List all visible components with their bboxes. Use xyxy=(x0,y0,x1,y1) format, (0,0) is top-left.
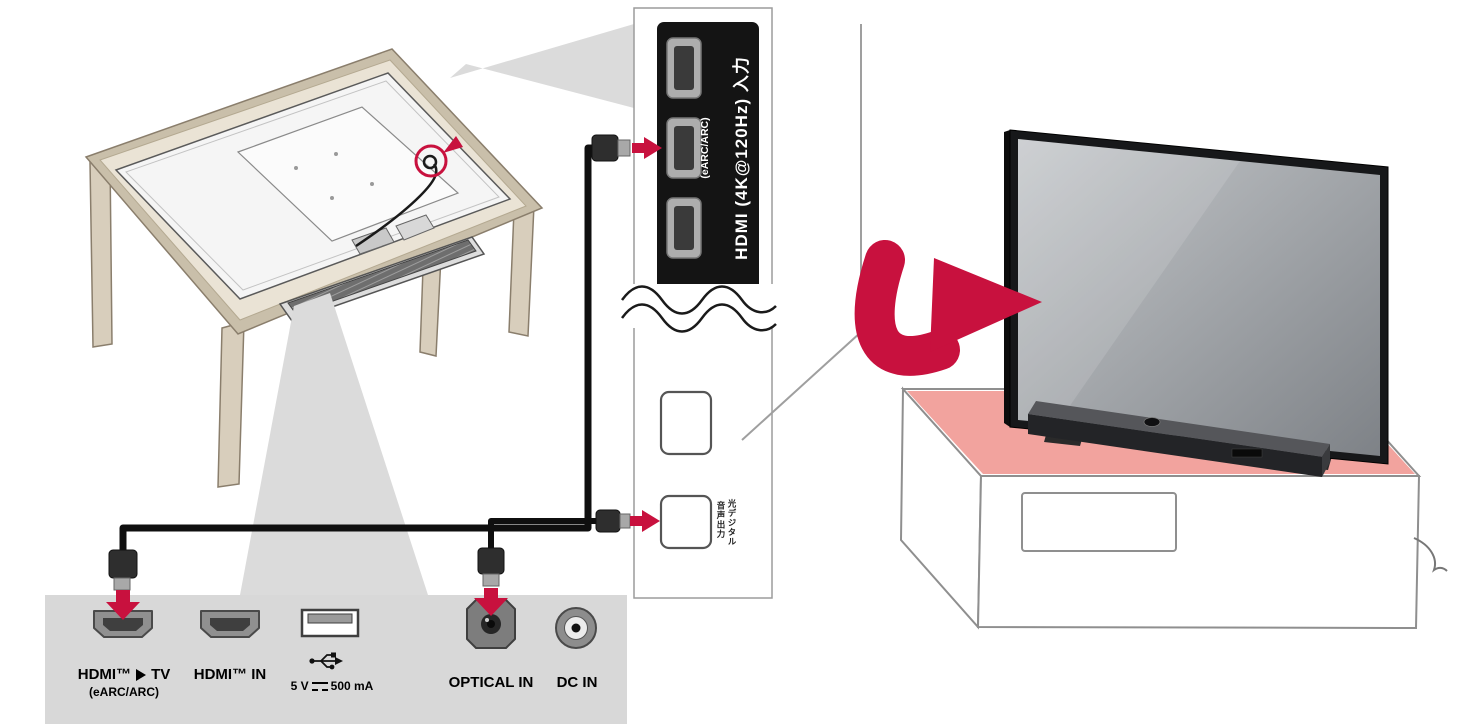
soundbar-display xyxy=(1231,448,1263,458)
soundbar-front xyxy=(1028,414,1322,477)
hdmi-tv-label-right: TV xyxy=(151,666,171,683)
table-with-tv-illustration xyxy=(84,48,544,488)
soundbar-rear-panel xyxy=(45,595,627,724)
hdmi-plug-tip xyxy=(113,577,131,591)
red-arrow-icon xyxy=(474,588,508,616)
vesa-hole xyxy=(370,182,374,186)
hdmi-tv-port-label: HDMI™ TV xyxy=(43,666,205,683)
optical-plug-body xyxy=(477,547,505,575)
tv-earc-label: (eARC/ARC) xyxy=(699,117,711,179)
table-leg xyxy=(508,204,535,337)
tv-bezel-line xyxy=(125,80,500,291)
tv-optical-output-label-col1: 光デジタル xyxy=(727,499,737,547)
tv-hdmi-earc-port-icon xyxy=(666,117,702,179)
soundbar-knob xyxy=(1143,417,1161,427)
soundbar-end xyxy=(1322,444,1330,477)
hdmi-in-port-icon xyxy=(200,610,260,638)
dc-in-port-label: DC IN xyxy=(556,674,598,691)
soundbar-front-illustration xyxy=(1028,401,1330,477)
living-room-scene xyxy=(741,24,1448,630)
optical-cable-line xyxy=(488,518,598,552)
usb-port-label: 5 V 500 mA xyxy=(282,679,382,693)
hdmi-cable xyxy=(106,134,662,620)
table-leg xyxy=(89,157,113,348)
hdmi-in-port-label: HDMI™ IN xyxy=(193,666,267,683)
tv-port-outline xyxy=(659,390,713,456)
routed-cable-line xyxy=(355,163,438,248)
optical-plug-tip xyxy=(482,573,500,587)
red-arrow-icon xyxy=(106,590,140,620)
tv-rear-panel-strip xyxy=(620,7,784,599)
hdmi-tv-port-icon xyxy=(93,610,153,638)
tv-hdmi-input-label: HDMI (4K@120Hz) 入力 xyxy=(732,56,751,260)
tv-screen xyxy=(1018,139,1380,456)
cabinet-opening xyxy=(1021,492,1177,552)
hdmi-plug-tip xyxy=(617,139,631,157)
usb-port-icon xyxy=(300,608,360,638)
callout-triangle-to-tv-panel xyxy=(450,24,634,108)
hdmi-tv-port-sublabel: (eARC/ARC) xyxy=(89,685,159,699)
optical-cable xyxy=(474,509,660,616)
power-cable-line xyxy=(1413,537,1448,573)
strip-break-lines xyxy=(620,284,784,333)
red-arrow-icon xyxy=(630,510,660,532)
red-arrow-small-icon xyxy=(443,136,463,153)
tv-front-illustration xyxy=(1004,129,1389,470)
tv-optical-output-label-col2: 音声出力 xyxy=(716,501,726,539)
tv-side-edge xyxy=(1004,130,1010,427)
tv-optical-port-outline xyxy=(659,494,713,550)
table-leg xyxy=(217,321,245,488)
red-arrow-icon xyxy=(632,137,662,159)
vesa-hole xyxy=(334,152,338,156)
tv-hdmi-port-icon xyxy=(666,197,702,259)
cable-clip-highlight xyxy=(414,144,448,178)
optical-in-port-label: OPTICAL IN xyxy=(448,674,534,691)
usb-label-left: 5 V xyxy=(290,679,309,693)
tv-back-cover xyxy=(236,106,460,242)
usb-label-right: 500 mA xyxy=(330,679,374,693)
arrow-right-icon xyxy=(136,668,147,681)
hdmi-tv-label-left: HDMI™ xyxy=(77,666,132,683)
curved-arrow-icon xyxy=(854,240,1042,376)
hdmi-cable-line xyxy=(119,144,594,554)
vesa-hole xyxy=(330,196,334,200)
vesa-hole xyxy=(294,166,298,170)
optical-plug-tip xyxy=(619,513,631,529)
optical-plug-body xyxy=(595,509,621,533)
callout-triangle-to-soundbar-panel xyxy=(240,293,428,595)
tv-back-illustration xyxy=(114,72,512,300)
tv-screen-sheen xyxy=(1018,139,1240,420)
usb-symbol-icon xyxy=(309,652,343,670)
dc-in-port-icon xyxy=(555,607,597,649)
optical-in-port-icon xyxy=(466,599,516,649)
cable-loop xyxy=(422,154,438,170)
hdmi-plug-body xyxy=(591,134,619,162)
soundbar-top xyxy=(1028,401,1330,457)
cable-clamp xyxy=(395,214,435,241)
tv-hdmi-port-icon xyxy=(666,37,702,99)
hdmi-plug-body xyxy=(108,549,138,579)
dc-voltage-icon xyxy=(311,681,328,692)
